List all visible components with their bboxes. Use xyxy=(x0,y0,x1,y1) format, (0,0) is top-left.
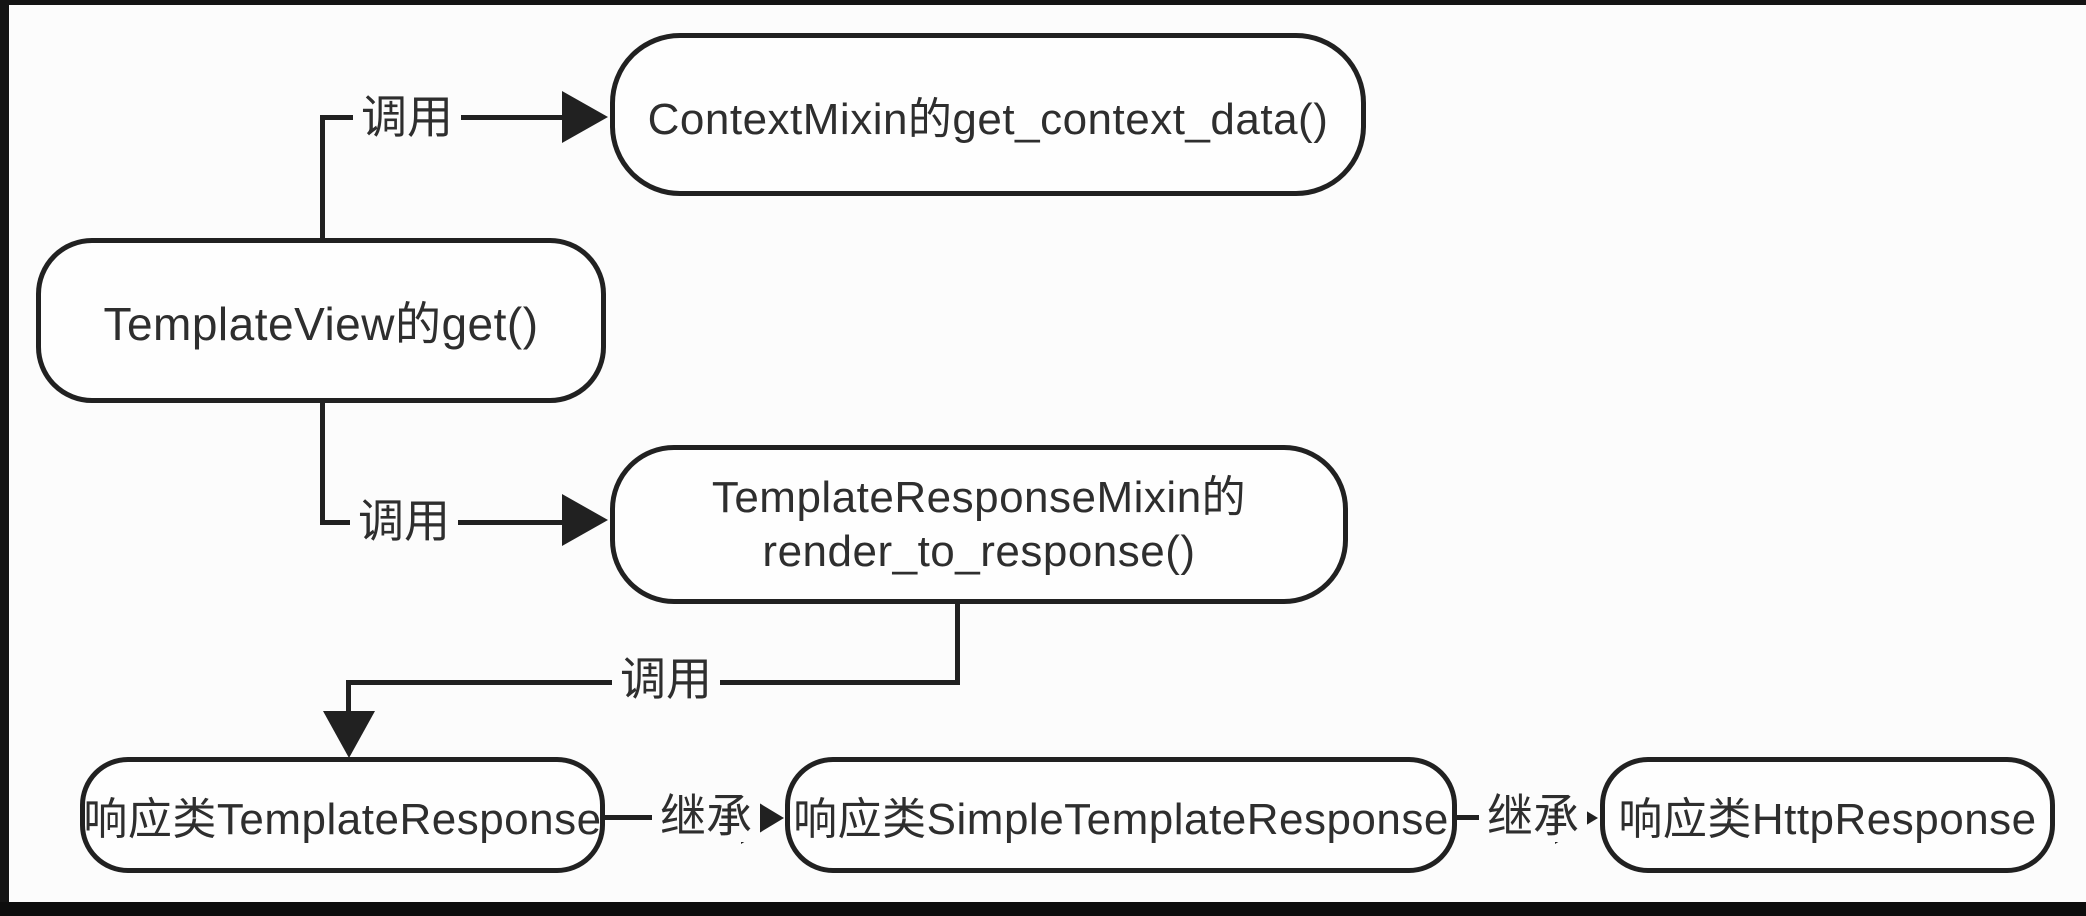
node-label: 响应类HttpResponse xyxy=(1618,795,2037,844)
connector-call-response-vertical-bottom xyxy=(346,680,351,714)
node-simpletemplateresponse: 响应类SimpleTemplateResponse xyxy=(785,757,1457,873)
edge-label-call-1: 调用 xyxy=(353,92,461,143)
arrowhead-right-icon xyxy=(562,91,608,143)
node-label: 响应类SimpleTemplateResponse xyxy=(793,795,1449,844)
node-templateview-get: TemplateView的get() xyxy=(36,238,606,403)
node-templateresponsemixin-render-to-response: TemplateResponseMixin的 render_to_respons… xyxy=(610,445,1348,604)
node-label: ContextMixin的get_context_data() xyxy=(647,94,1329,144)
frame-border-top xyxy=(0,0,2086,5)
edge-label-inherit-1: 继承 xyxy=(652,791,760,842)
node-label: 响应类TemplateResponse xyxy=(83,795,602,844)
connector-call-contextmixin-vertical xyxy=(320,117,325,240)
node-httpresponse: 响应类HttpResponse xyxy=(1600,757,2055,873)
edge-label-call-2: 调用 xyxy=(350,496,458,547)
edge-label-inherit-2: 继承 xyxy=(1479,791,1587,842)
frame-border-bottom xyxy=(0,902,2086,916)
frame-border-left xyxy=(0,0,9,916)
connector-call-response-vertical-top xyxy=(955,602,960,685)
arrowhead-down-icon xyxy=(323,711,375,758)
edge-label-call-3: 调用 xyxy=(612,654,720,705)
node-label-line2: render_to_response() xyxy=(762,526,1196,576)
connector-call-render-vertical xyxy=(320,401,325,525)
node-label-line1: TemplateResponseMixin的 xyxy=(711,472,1247,522)
arrowhead-right-icon xyxy=(562,494,608,546)
node-templateresponse: 响应类TemplateResponse xyxy=(80,757,605,873)
node-label: TemplateView的get() xyxy=(103,297,539,350)
node-contextmixin-get-context-data: ContextMixin的get_context_data() xyxy=(610,33,1366,196)
